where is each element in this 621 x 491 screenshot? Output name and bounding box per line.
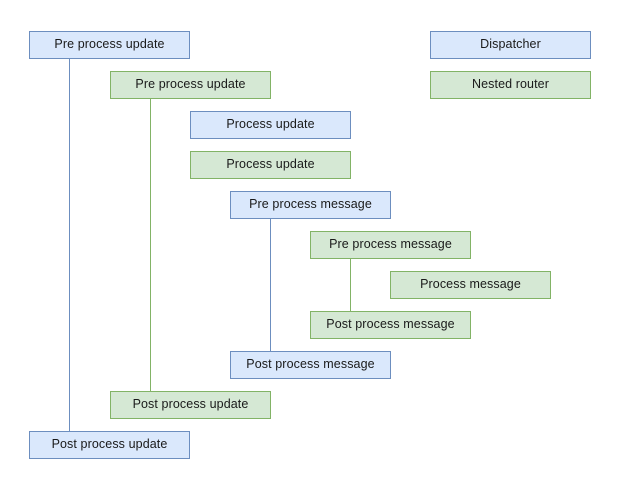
node-label: Post process update: [132, 397, 249, 412]
connector-edge-router-update: [150, 99, 151, 391]
node-process-update-router[interactable]: Process update: [190, 151, 351, 179]
node-label: Pre process update: [135, 77, 246, 92]
legend-dispatcher[interactable]: Dispatcher: [430, 31, 591, 59]
node-post-process-update-router[interactable]: Post process update: [110, 391, 271, 419]
node-label: Post process message: [326, 317, 455, 332]
node-process-message-router[interactable]: Process message: [390, 271, 551, 299]
legend-label: Dispatcher: [480, 37, 541, 52]
connector-edge-dispatcher-message: [270, 219, 271, 351]
node-post-process-update-dispatcher[interactable]: Post process update: [29, 431, 190, 459]
node-pre-process-message-dispatcher[interactable]: Pre process message: [230, 191, 391, 219]
node-pre-process-update-dispatcher[interactable]: Pre process update: [29, 31, 190, 59]
node-label: Process update: [226, 157, 315, 172]
node-label: Pre process message: [329, 237, 452, 252]
legend-nested-router[interactable]: Nested router: [430, 71, 591, 99]
node-label: Process update: [226, 117, 315, 132]
node-process-update-dispatcher[interactable]: Process update: [190, 111, 351, 139]
node-label: Post process message: [246, 357, 375, 372]
node-label: Pre process message: [249, 197, 372, 212]
node-label: Pre process update: [54, 37, 165, 52]
node-pre-process-message-router[interactable]: Pre process message: [310, 231, 471, 259]
node-label: Process message: [420, 277, 521, 292]
node-post-process-message-dispatcher[interactable]: Post process message: [230, 351, 391, 379]
node-pre-process-update-router[interactable]: Pre process update: [110, 71, 271, 99]
node-post-process-message-router[interactable]: Post process message: [310, 311, 471, 339]
connector-edge-router-message: [350, 259, 351, 311]
connector-edge-dispatcher-update: [69, 59, 70, 431]
legend-label: Nested router: [471, 77, 550, 92]
node-label: Post process update: [51, 437, 168, 452]
